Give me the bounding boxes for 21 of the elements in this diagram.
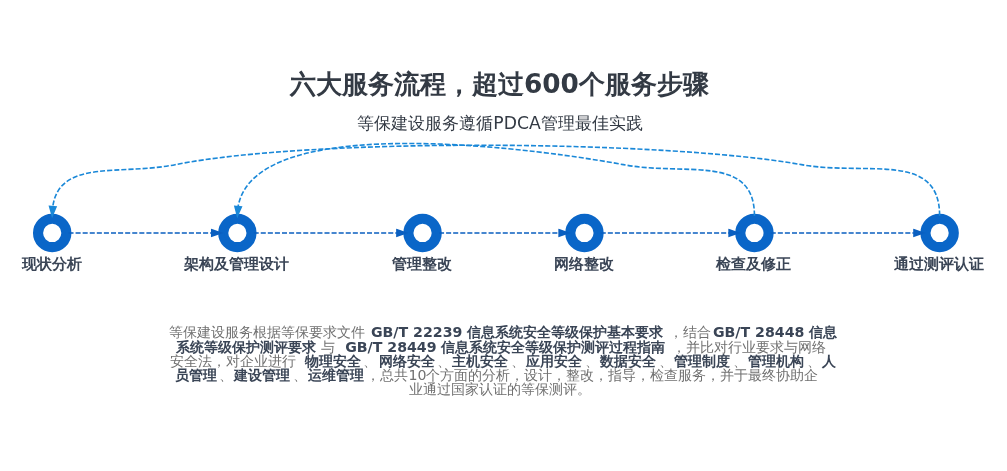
node-circle	[565, 213, 604, 253]
arrow	[599, 228, 741, 238]
arrow	[438, 228, 571, 238]
node-label: 现状分析	[21, 255, 82, 274]
node-label: 架构及管理设计	[183, 255, 289, 274]
arrow	[252, 228, 409, 238]
arrow	[769, 228, 926, 238]
node-label: 检查及修正	[715, 255, 791, 274]
node-label: 通过测评认证	[894, 255, 985, 274]
node-label: 管理整改	[392, 255, 453, 274]
arrow	[233, 142, 756, 219]
node-circle	[403, 213, 442, 253]
diagram-title: 六大服务流程，超过600个服务步骤	[290, 69, 709, 100]
node-label: 网络整改	[554, 255, 615, 274]
node-circle	[735, 213, 774, 253]
node-circle	[33, 213, 72, 253]
node-circle	[920, 213, 959, 253]
node-circle	[218, 213, 257, 253]
arrow	[67, 228, 224, 238]
label: 等保建设服务遵循PDCA管理最佳实践	[357, 112, 643, 133]
arrow	[48, 144, 941, 219]
